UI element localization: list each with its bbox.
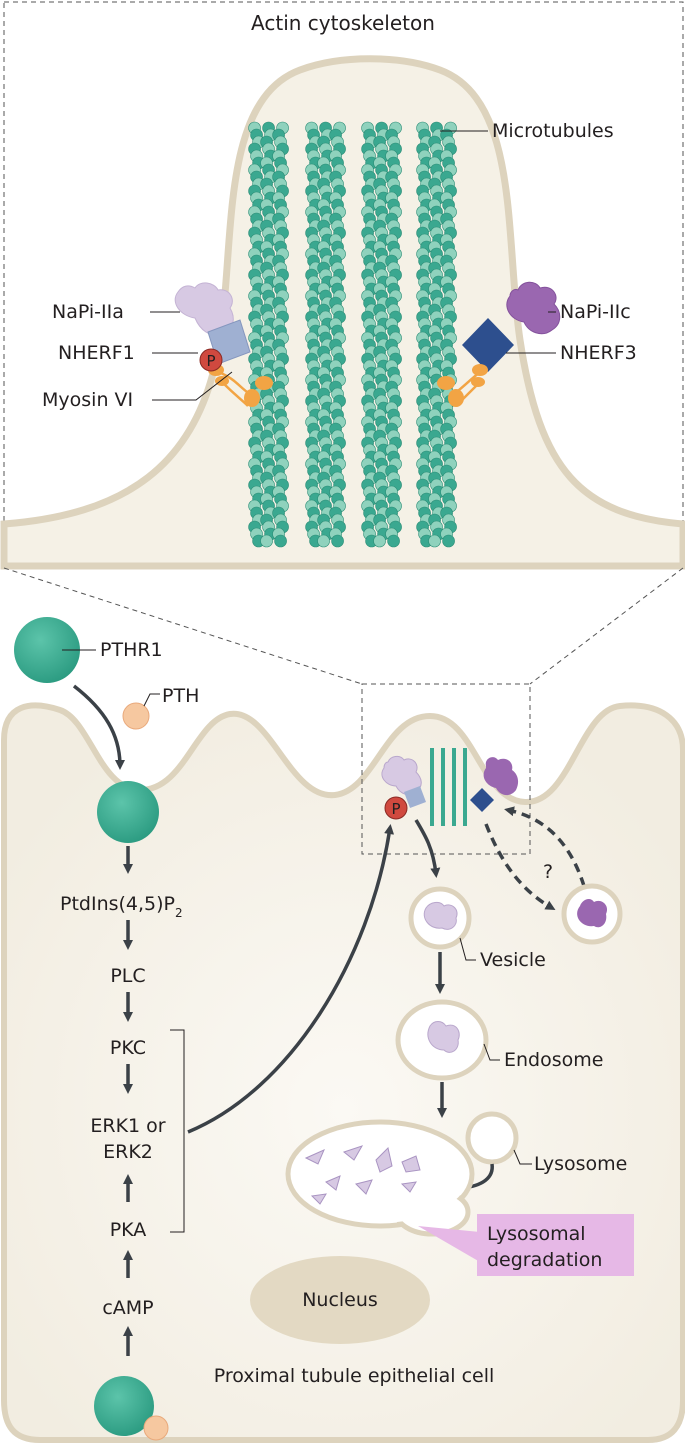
nherf3-protein: [462, 318, 514, 372]
vesicle-trafficking-out-arrow: [484, 823, 556, 910]
pth-ligand: [122, 702, 150, 730]
pthr1-basolateral: [94, 1376, 154, 1436]
endosome-cargo: [427, 1021, 460, 1053]
pth-label: PTH: [162, 685, 199, 707]
camp-label: cAMP: [102, 1297, 153, 1319]
lysosomal-callout: [477, 1214, 634, 1276]
lysosomal-callout-pointer: [418, 1226, 480, 1262]
inset-panel: Actin cytoskeleton Microtubules P NaPi-I…: [0, 1, 685, 570]
lysosomal-label-line1: Lysosomal: [487, 1223, 586, 1245]
endosome-label: Endosome: [504, 1049, 603, 1071]
pkc-label: PKC: [110, 1037, 146, 1059]
pthr1-internalization-arrow: [72, 684, 125, 770]
phospho-left-label: P: [206, 352, 215, 370]
microtubule-2: [305, 121, 346, 548]
microtubule-3: [361, 121, 402, 548]
cell-label: Proximal tubule epithelial cell: [214, 1365, 495, 1387]
vesicle-label: Vesicle: [480, 949, 546, 971]
mini-phospho: [384, 796, 408, 820]
mini-nherf1: [404, 786, 426, 808]
myosin-vi-label: Myosin VI: [42, 389, 133, 411]
nucleus: [250, 1256, 430, 1344]
mini-nherf3: [470, 788, 494, 812]
pthr1-label: PTHR1: [100, 639, 163, 661]
napi-iic-label: NaPi-IIc: [560, 301, 631, 323]
actin-cytoskeleton-label: Actin cytoskeleton: [251, 11, 435, 35]
endocytosis-arrow: [414, 819, 441, 878]
erk-label-line1: ERK1 or: [90, 1115, 165, 1137]
mini-phospho-label: P: [391, 800, 400, 818]
lysosome: [465, 1111, 519, 1165]
pthr1-receptor: [14, 617, 80, 683]
lysosome-label: Lysosome: [534, 1153, 627, 1175]
phospho-left: [199, 348, 223, 372]
nherf3-label: NHERF3: [560, 342, 637, 364]
mini-napi-iia: [381, 755, 422, 796]
zoom-box: [361, 683, 531, 855]
degradation-compartment: [285, 1119, 475, 1237]
plc-label: PLC: [110, 965, 145, 987]
pth-basolateral: [143, 1415, 169, 1441]
erk-label-line2: ERK2: [103, 1141, 153, 1163]
napi-fragments: [304, 1145, 421, 1205]
pka-label: PKA: [110, 1219, 147, 1241]
microtubule-1: [248, 121, 289, 548]
ptdins-label: PtdIns(4,5)P2: [60, 893, 183, 920]
myosin-vi-right: [437, 364, 488, 407]
pthr1-membrane: [97, 781, 159, 843]
mini-microtubules: [430, 748, 467, 826]
microtubules-label: Microtubules: [492, 120, 614, 142]
napi-iia-protein: [174, 282, 234, 336]
kinase-bracket: [170, 1029, 185, 1233]
erk-to-membrane-arrow: [187, 824, 395, 1134]
mini-napi-iic: [483, 757, 519, 796]
question-label: ?: [543, 861, 553, 883]
nherf1-label: NHERF1: [58, 342, 135, 364]
nucleus-label: Nucleus: [302, 1289, 378, 1311]
vesicle-cargo: [423, 901, 458, 930]
napi-iic-protein: [506, 281, 561, 335]
microtubule-4: [416, 121, 457, 548]
lysosomal-label-line2: degradation: [487, 1249, 602, 1271]
vesicle-napi-iic-cargo: [577, 899, 608, 928]
microtubule-group: [248, 121, 457, 548]
napi-iia-label: NaPi-IIa: [52, 301, 124, 323]
